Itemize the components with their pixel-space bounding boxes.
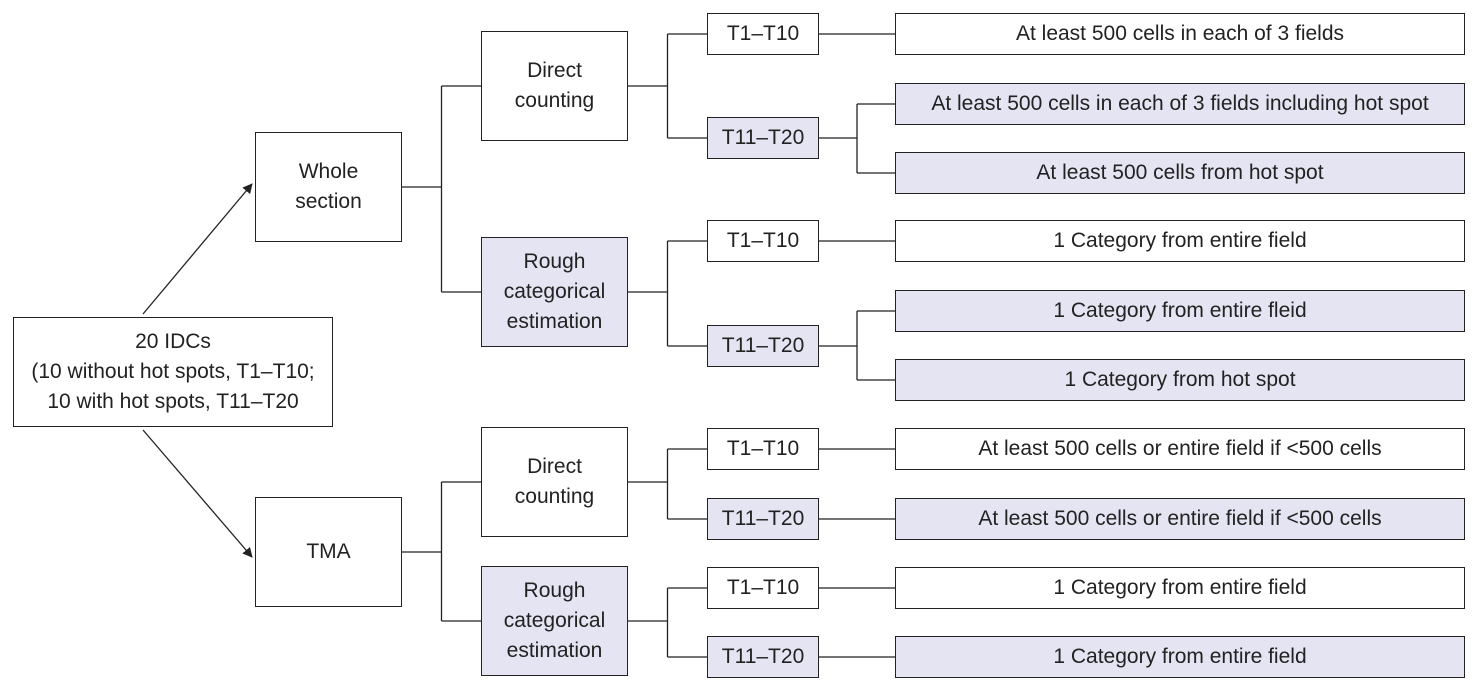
whole-section-direct-counting-box: Direct counting bbox=[481, 31, 628, 141]
group-label: T11–T20 bbox=[721, 507, 805, 530]
group-label: T1–T10 bbox=[726, 22, 800, 45]
root-label: 20 IDCs (10 without hot spots, T1–T10; 1… bbox=[31, 330, 315, 413]
outcome-label: 1 Category from hot spot bbox=[1064, 368, 1296, 391]
section-label: Whole section bbox=[295, 160, 362, 213]
arrow-to-tma bbox=[142, 429, 253, 558]
group-label: T11–T20 bbox=[721, 645, 805, 668]
section-label: TMA bbox=[306, 540, 351, 563]
outcome-box: At least 500 cells in each of 3 fields bbox=[895, 13, 1465, 55]
root-box: 20 IDCs (10 without hot spots, T1–T10; 1… bbox=[13, 317, 333, 427]
outcome-box: At least 500 cells or entire field if <5… bbox=[895, 428, 1465, 470]
tma-box: TMA bbox=[255, 497, 402, 607]
outcome-label: At least 500 cells from hot spot bbox=[1036, 161, 1324, 184]
outcome-label: 1 Category from entire field bbox=[1053, 645, 1307, 668]
outcome-box: At least 500 cells from hot spot bbox=[895, 152, 1465, 194]
arrow-to-whole-section bbox=[142, 183, 253, 315]
outcome-box: At least 500 cells or entire field if <5… bbox=[895, 498, 1465, 540]
group-t11-t20-box: T11–T20 bbox=[707, 325, 819, 367]
group-label: T1–T10 bbox=[726, 576, 800, 599]
whole-section-box: Whole section bbox=[255, 132, 402, 242]
outcome-label: At least 500 cells or entire field if <5… bbox=[978, 507, 1382, 530]
method-label: Direct counting bbox=[514, 455, 595, 508]
group-label: T11–T20 bbox=[721, 334, 805, 357]
outcome-label: 1 Category from entire fleid bbox=[1053, 299, 1307, 322]
method-label: Direct counting bbox=[514, 59, 595, 112]
outcome-label: At least 500 cells in each of 3 fields i… bbox=[931, 92, 1429, 115]
outcome-box: 1 Category from entire field bbox=[895, 220, 1465, 262]
group-label: T1–T10 bbox=[726, 437, 800, 460]
group-label: T11–T20 bbox=[721, 126, 805, 149]
group-t11-t20-box: T11–T20 bbox=[707, 636, 819, 678]
outcome-label: At least 500 cells in each of 3 fields bbox=[1015, 22, 1345, 45]
group-t1-t10-box: T1–T10 bbox=[707, 428, 819, 470]
group-t11-t20-box: T11–T20 bbox=[707, 498, 819, 540]
group-t1-t10-box: T1–T10 bbox=[707, 13, 819, 55]
whole-section-rough-estimation-box: Rough categorical estimation bbox=[481, 237, 628, 347]
group-t11-t20-box: T11–T20 bbox=[707, 117, 819, 159]
outcome-box: 1 Category from hot spot bbox=[895, 359, 1465, 401]
outcome-box: At least 500 cells in each of 3 fields i… bbox=[895, 83, 1465, 125]
outcome-label: 1 Category from entire field bbox=[1053, 576, 1307, 599]
outcome-box: 1 Category from entire fleid bbox=[895, 290, 1465, 332]
method-label: Rough categorical estimation bbox=[503, 250, 606, 333]
method-label: Rough categorical estimation bbox=[503, 579, 606, 662]
outcome-box: 1 Category from entire field bbox=[895, 567, 1465, 609]
tma-rough-estimation-box: Rough categorical estimation bbox=[481, 566, 628, 676]
group-label: T1–T10 bbox=[726, 229, 800, 252]
group-t1-t10-box: T1–T10 bbox=[707, 220, 819, 262]
outcome-label: 1 Category from entire field bbox=[1053, 229, 1307, 252]
tma-direct-counting-box: Direct counting bbox=[481, 427, 628, 537]
outcome-label: At least 500 cells or entire field if <5… bbox=[978, 437, 1382, 460]
outcome-box: 1 Category from entire field bbox=[895, 636, 1465, 678]
group-t1-t10-box: T1–T10 bbox=[707, 567, 819, 609]
